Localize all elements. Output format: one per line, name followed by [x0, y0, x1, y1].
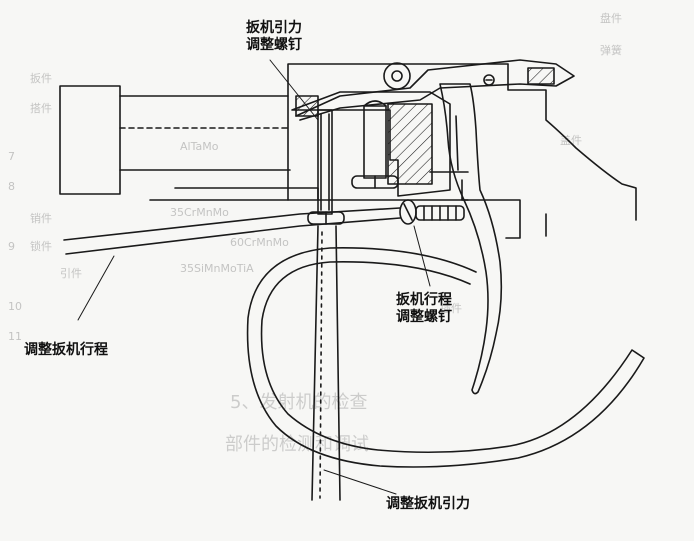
bleed-number: 7 [8, 150, 15, 163]
adjust-travel-label: 调整扳机行程 [24, 342, 108, 358]
sear-block [291, 91, 451, 197]
bleed-number: 9 [8, 240, 15, 253]
trigger-travel-screw-label: 扳机行程 调整螺钉 [396, 292, 452, 326]
bleed-number: 8 [8, 180, 15, 193]
hammer-lever [295, 59, 575, 121]
travel-adjust-tool [63, 207, 401, 255]
bleed-formula: 35SiMnMoTiA [180, 262, 254, 275]
bleed-formula: 60CrMnMo [230, 236, 289, 249]
bleed-formula: 35CrMnMo [170, 206, 229, 219]
bleed-number: 10 [8, 300, 22, 313]
leader-lines [77, 59, 431, 495]
sear-fixing-screw [351, 100, 399, 189]
bleed-label: 插件 [440, 302, 462, 315]
trigger-pull-screw-label: 扳机引力 调整螺钉 [246, 20, 302, 54]
trigger-pull-screw [307, 109, 345, 225]
frame-right [429, 63, 637, 239]
adjust-pull-label: 调整扳机引力 [386, 496, 470, 512]
bleed-label: 盘件 [600, 12, 622, 25]
bleed-label: 搭件 [30, 102, 52, 115]
trigger [439, 83, 503, 395]
trigger-travel-screw-label-line: 调整螺钉 [396, 309, 452, 325]
trigger-guard [246, 213, 645, 468]
bleed-number: 11 [8, 330, 22, 343]
bleed-label: 弹簧 [600, 44, 622, 57]
trigger-pull-screw-label-line: 扳机引力 [246, 20, 302, 36]
bleed-formula: AlTaMo [180, 140, 219, 153]
trigger-travel-screw [399, 199, 465, 225]
trigger-travel-screw-label-line: 扳机行程 [396, 292, 452, 308]
pull-adjust-tool [311, 225, 341, 501]
bleed-label: 引件 [60, 267, 82, 280]
bleed-label: 扳件 [30, 72, 52, 85]
trigger-pull-screw-label-line: 调整螺钉 [246, 37, 302, 53]
bleed-label: 销件 [30, 212, 52, 225]
bleed-label: 锁件 [30, 240, 52, 253]
